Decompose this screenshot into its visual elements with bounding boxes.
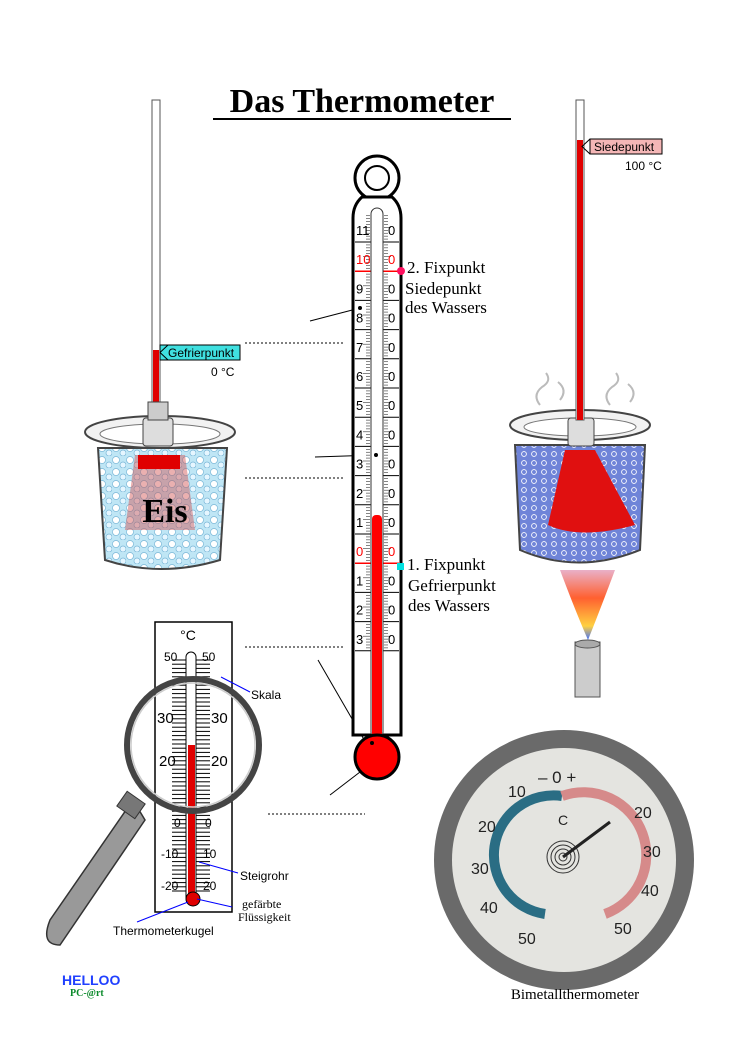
scale-label-right: 0: [388, 457, 395, 472]
mag-scale-50-right: 50: [202, 650, 216, 664]
boiling-temp: 100 °C: [625, 159, 662, 173]
bimetal-needle: [562, 820, 611, 859]
magnifier-thermometer: °C 50 50 30 30 20 20 0 0 -10 10 -20 20: [45, 621, 291, 946]
scale-label-left: 0: [356, 544, 363, 559]
scale-label-right: 0: [388, 223, 395, 238]
mag-scale-50: 50: [164, 650, 178, 664]
bimetal-right-30: 30: [643, 844, 661, 861]
magnifier-lens: [124, 676, 262, 814]
mag-scale-30: 30: [157, 710, 174, 727]
scale-label-right: 0: [388, 573, 395, 588]
mag-scale-minus10: -10: [161, 847, 179, 861]
pointer-lines: [245, 307, 377, 815]
freezing-point-marker: [397, 563, 404, 570]
scale-label-right: 0: [388, 398, 395, 413]
bimetal-right-50: 50: [614, 921, 632, 938]
mag-scale-minus20: -20: [161, 879, 179, 893]
warm-arc: [560, 787, 652, 919]
cold-arc: [488, 790, 563, 919]
scale-label-left: 2: [356, 603, 363, 618]
scale-label-right: 0: [388, 340, 395, 355]
bimetal-top: – 0 +: [538, 768, 576, 787]
scale-label-left: 2: [356, 486, 363, 501]
bimetal-left-20: 20: [478, 819, 496, 836]
mag-scale-0: 0: [174, 816, 181, 830]
boiling-point-marker: [397, 267, 405, 275]
scale-label-left: 10: [356, 252, 370, 267]
fixpoint-1-line-3: des Wassers: [408, 596, 490, 615]
fixpoint-2-line-2: Siedepunkt: [405, 279, 482, 298]
ice-label: Eis: [142, 493, 187, 530]
label-bulb: Thermometerkugel: [113, 924, 214, 938]
scale-label-left: 9: [356, 281, 363, 296]
mag-scale-30-right: 30: [211, 710, 228, 727]
fixpoint-2-line-3: des Wassers: [405, 298, 487, 317]
bimetal-right-20: 20: [634, 805, 652, 822]
scale-label-right: 0: [388, 515, 395, 530]
freezing-temp: 0 °C: [211, 365, 235, 379]
bimetal-left-30: 30: [471, 861, 489, 878]
ice-beaker: Eis Gefrierpunkt 0 °C: [84, 99, 241, 570]
bimetal-left-40: 40: [480, 900, 498, 917]
fixpoint-labels: 2. Fixpunkt Siedepunkt des Wassers 1. Fi…: [405, 258, 496, 615]
label-tube: Steigrohr: [240, 869, 289, 883]
scale-label-left: 5: [356, 398, 363, 413]
scale-label-right: 0: [388, 369, 395, 384]
logo-line-1: HELLOO: [62, 972, 120, 988]
bimetal-right-40: 40: [641, 883, 659, 900]
thermometer-bulb: [353, 733, 401, 781]
label-liquid-1: gefärbte: [242, 897, 281, 911]
page-title: Das Thermometer: [230, 83, 495, 120]
fixpoint-1-line-1: 1. Fixpunkt: [407, 555, 486, 574]
boiling-tag: [589, 138, 663, 155]
scale-label-left: 8: [356, 311, 363, 326]
scale-label-right: 0: [388, 252, 395, 267]
scale-label-left: 6: [356, 369, 363, 384]
boiling-tag-label: Siedepunkt: [594, 140, 655, 154]
label-scale: Skala: [251, 688, 281, 702]
scale-label-right: 0: [388, 544, 395, 559]
mag-scale-10-right: 10: [203, 847, 217, 861]
logo-line-2: PC-@rt: [70, 988, 104, 999]
flame: [560, 570, 615, 640]
bimetal-thermometer: – 0 + C 10 20 30 40 50 20 30 40 50 Bimet…: [434, 730, 694, 1003]
fixpoint-1-line-2: Gefrierpunkt: [408, 576, 496, 595]
magnifier-handle: [45, 798, 146, 946]
scale-label-left: 11: [356, 223, 370, 238]
mag-scale-0-right: 0: [205, 816, 212, 830]
liquid-column: [372, 515, 382, 745]
scale-label-right: 0: [388, 281, 395, 296]
scale-label-left: 7: [356, 340, 363, 355]
bimetal-left-10: 10: [508, 784, 526, 801]
freezing-tag-label: Gefrierpunkt: [168, 346, 235, 360]
scale-label-right: 0: [388, 311, 395, 326]
magnifier-unit: °C: [180, 627, 196, 643]
scale-label-left: 3: [356, 457, 363, 472]
scale-label-left: 1: [356, 573, 363, 588]
scale-label-left: 1: [356, 515, 363, 530]
bimetal-caption: Bimetallthermometer: [511, 987, 639, 1003]
scale-label-left: 4: [356, 427, 363, 442]
label-liquid-2: Flüssigkeit: [238, 910, 291, 924]
scale-label-right: 0: [388, 632, 395, 647]
logo: HELLOO PC-@rt: [62, 972, 120, 999]
boiling-beaker: Siedepunkt 100 °C: [509, 99, 663, 698]
mag-scale-20-right: 20: [211, 753, 228, 770]
bimetal-unit: C: [558, 812, 568, 828]
scale-label-right: 0: [388, 486, 395, 501]
scale-label-right: 0: [388, 427, 395, 442]
mag-scale-20b-right: 20: [203, 879, 217, 893]
scale-label-left: 3: [356, 632, 363, 647]
scale-label-right: 0: [388, 603, 395, 618]
mag-scale-20: 20: [159, 753, 176, 770]
fixpoint-2-line-1: 2. Fixpunkt: [407, 258, 486, 277]
bimetal-left-50: 50: [518, 931, 536, 948]
